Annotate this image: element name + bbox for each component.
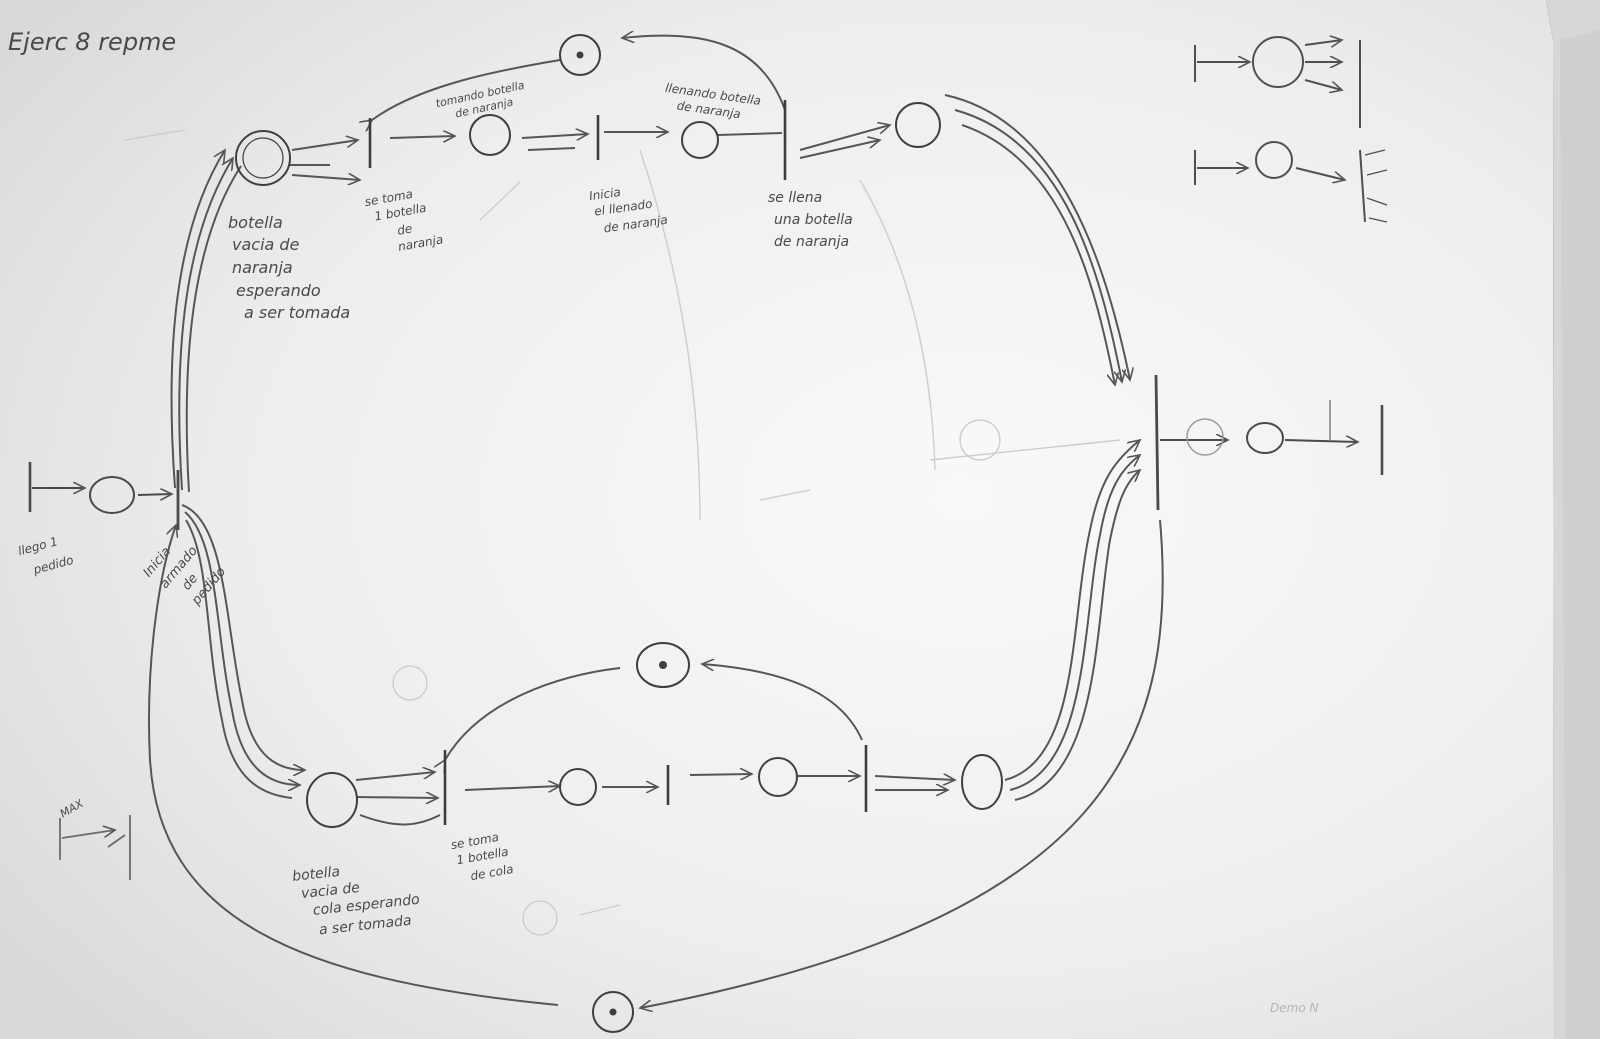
token-cola-resource — [659, 661, 667, 669]
svg-text:se llena una botella d: se llena una botella de naranja — [768, 190, 857, 250]
place-done — [1246, 422, 1284, 454]
paper-sheet — [0, 0, 1554, 1039]
label-cola-empty-0: botella — [291, 864, 340, 885]
label-start-fill-orange-0: Inicia — [588, 185, 621, 203]
token-loop-resource — [609, 1008, 617, 1016]
label-orange-empty-0: botella — [228, 213, 283, 232]
loop-arcs — [148, 519, 1164, 1008]
cola-branch — [181, 440, 1140, 826]
place-orange-empty — [235, 130, 291, 186]
max-sketch — [59, 815, 131, 880]
label-orange-empty-3: esperando — [236, 281, 321, 300]
label-orange-empty-1: vacia de — [232, 235, 300, 254]
diagram-title: Ejerc 8 repme — [8, 28, 176, 56]
svg-text:botella vacia de naran: botella vacia de naranja esperando a ser… — [228, 213, 350, 322]
place-cola-empty — [306, 772, 358, 828]
place-cola-filling — [758, 757, 798, 797]
label-end-fill-orange-2: de naranja — [774, 234, 849, 250]
note-demo: Demo N — [1270, 1001, 1318, 1015]
place-cola-taken — [559, 768, 597, 806]
label-orange-empty-2: naranja — [232, 258, 293, 277]
place-orange-resource — [559, 34, 601, 76]
orange-branch — [170, 36, 1130, 493]
place-loop-resource — [592, 991, 634, 1033]
place-cola-filled — [961, 754, 1003, 810]
place-orange-filled — [895, 102, 941, 148]
legend-sketch — [1194, 37, 1388, 223]
place-cola-resource — [636, 642, 690, 688]
transition-join — [1154, 374, 1160, 511]
label-end-fill-orange-0: se llena — [768, 190, 822, 206]
label-cola-empty-1: vacia de — [300, 880, 360, 902]
label-orange-empty-4: a ser tomada — [244, 303, 350, 322]
place-orange-filling — [681, 121, 719, 159]
label-end-fill-orange-1: una botella — [774, 212, 853, 228]
place-orange-taken — [469, 114, 511, 156]
label-take-orange-2: de — [396, 221, 413, 237]
place-order-waiting — [89, 476, 135, 514]
ghost-sketch — [124, 129, 1121, 936]
token-orange-resource — [576, 51, 584, 59]
